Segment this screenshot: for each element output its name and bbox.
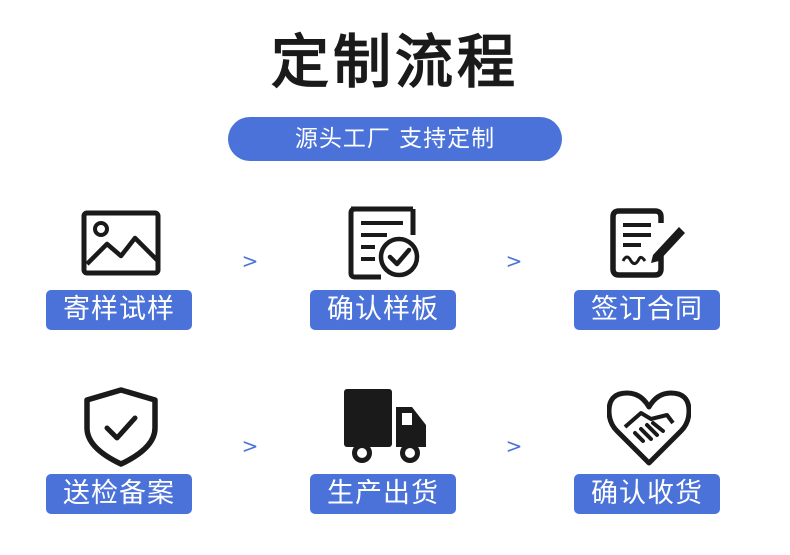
step-confirm-sample: 确认样板	[310, 198, 460, 338]
step-production-shipping: 生产出货	[310, 382, 460, 522]
shield-check-icon	[46, 382, 196, 472]
step-label: 生产出货	[310, 474, 456, 514]
step-label: 确认收货	[574, 474, 720, 514]
step-label: 确认样板	[310, 290, 456, 330]
step-inspection: 送检备案	[46, 382, 196, 522]
page-title: 定制流程	[270, 28, 519, 96]
step-label: 寄样试样	[46, 290, 192, 330]
arrow-icon: >	[505, 249, 523, 273]
document-check-icon	[310, 198, 460, 288]
arrow-icon: >	[505, 434, 523, 458]
image-icon	[46, 198, 196, 288]
step-confirm-receipt: 确认收货	[574, 382, 724, 522]
arrow-icon: >	[241, 434, 259, 458]
arrow-icon: >	[241, 249, 259, 273]
contract-sign-icon	[574, 198, 724, 288]
step-label: 送检备案	[46, 474, 192, 514]
step-label: 签订合同	[574, 290, 720, 330]
truck-icon	[310, 382, 460, 472]
subtitle-badge: 源头工厂 支持定制	[228, 117, 562, 161]
step-send-sample: 寄样试样	[46, 198, 196, 338]
handshake-heart-icon	[574, 382, 724, 472]
step-sign-contract: 签订合同	[574, 198, 724, 338]
